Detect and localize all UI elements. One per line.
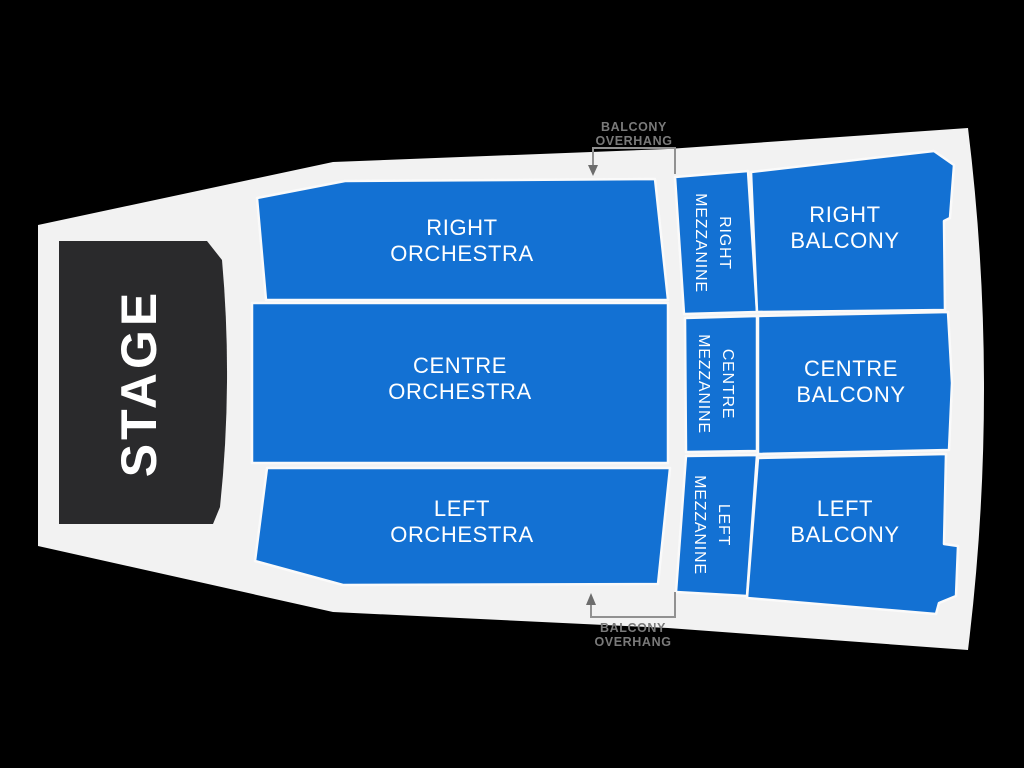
left-orchestra-shape[interactable] — [253, 466, 672, 587]
down-arrow-icon — [588, 165, 598, 176]
section-left-orchestra[interactable]: LEFT ORCHESTRA — [253, 466, 672, 587]
left-balcony-shape[interactable] — [745, 452, 960, 616]
right-balcony-shape[interactable] — [749, 149, 956, 314]
up-arrow-icon — [586, 593, 596, 605]
right-orchestra-shape[interactable] — [255, 177, 670, 302]
overhang-top-label: BALCONY — [601, 120, 667, 134]
section-centre-mezzanine[interactable]: CENTRE MEZZANINE — [683, 314, 759, 454]
overhang-bottom-label: OVERHANG — [594, 635, 671, 649]
stage-block — [59, 241, 228, 524]
right-mezzanine-shape[interactable] — [673, 169, 759, 316]
overhang-top-bracket — [592, 147, 676, 174]
centre-balcony-shape[interactable] — [756, 310, 954, 456]
section-centre-orchestra[interactable]: CENTRE ORCHESTRA — [250, 301, 670, 465]
overhang-top-label: OVERHANG — [595, 134, 672, 148]
section-centre-balcony[interactable]: CENTRE BALCONY — [756, 310, 954, 456]
overhang-bottom-bracket — [590, 592, 676, 618]
centre-mezzanine-shape[interactable] — [683, 314, 759, 454]
section-right-mezzanine[interactable]: RIGHT MEZZANINE — [673, 169, 759, 316]
section-right-orchestra[interactable]: RIGHT ORCHESTRA — [255, 177, 670, 302]
centre-orchestra-shape[interactable] — [250, 301, 670, 465]
balcony-overhang-top: BALCONY OVERHANG — [588, 120, 676, 176]
stage: STAGE — [59, 241, 228, 524]
left-mezzanine-shape[interactable] — [674, 453, 759, 598]
section-left-balcony[interactable]: LEFT BALCONY — [745, 452, 960, 616]
section-right-balcony[interactable]: RIGHT BALCONY — [749, 149, 956, 314]
overhang-bottom-label: BALCONY — [600, 621, 666, 635]
balcony-overhang-bottom: BALCONY OVERHANG — [586, 592, 676, 649]
section-left-mezzanine[interactable]: LEFT MEZZANINE — [674, 453, 759, 598]
